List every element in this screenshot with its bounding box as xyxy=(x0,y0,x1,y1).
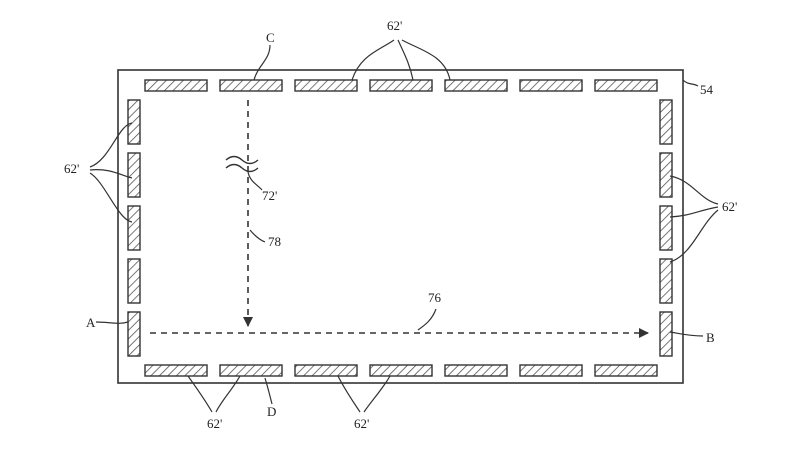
electrode-top-3 xyxy=(294,79,358,92)
label-62-bottom-left: 62' xyxy=(207,416,222,431)
electrode-top-2 xyxy=(219,79,283,92)
electrode-right-1 xyxy=(659,99,673,145)
electrode-top-5 xyxy=(444,79,508,92)
label-62-right: 62' xyxy=(722,199,737,214)
electrode-top-7 xyxy=(594,79,658,92)
label-76: 76 xyxy=(428,290,442,305)
electrode-bottom-3 xyxy=(294,364,358,377)
label-a: A xyxy=(86,315,96,330)
leader-lines xyxy=(89,39,719,413)
outer-panel-border xyxy=(117,69,684,384)
label-c: C xyxy=(266,30,275,45)
label-b: B xyxy=(706,330,715,345)
label-62-top: 62' xyxy=(387,18,402,33)
electrode-right-2 xyxy=(659,152,673,198)
label-72: 72' xyxy=(262,188,277,203)
wavy-symbol-72 xyxy=(225,155,259,173)
electrode-left-1 xyxy=(127,99,141,145)
electrode-left-2 xyxy=(127,152,141,198)
electrode-bottom-7 xyxy=(594,364,658,377)
electrode-bottom-6 xyxy=(519,364,583,377)
electrode-bottom-4 xyxy=(369,364,433,377)
label-54: 54 xyxy=(700,82,714,97)
label-62-left: 62' xyxy=(64,161,79,176)
electrode-left-3 xyxy=(127,205,141,251)
electrode-top-4 xyxy=(369,79,433,92)
electrode-top-1 xyxy=(144,79,208,92)
electrode-top-6 xyxy=(519,79,583,92)
electrode-right-5 xyxy=(659,311,673,357)
electrode-bottom-5 xyxy=(444,364,508,377)
electrode-bottom-1 xyxy=(144,364,208,377)
label-62-bottom-right: 62' xyxy=(354,416,369,431)
electrode-right-3 xyxy=(659,205,673,251)
electrode-right-4 xyxy=(659,258,673,304)
label-78: 78 xyxy=(268,234,281,249)
label-d: D xyxy=(267,404,276,419)
electrode-left-5 xyxy=(127,311,141,357)
electrode-bottom-2 xyxy=(219,364,283,377)
electrode-left-4 xyxy=(127,258,141,304)
electrode-group xyxy=(127,79,673,377)
